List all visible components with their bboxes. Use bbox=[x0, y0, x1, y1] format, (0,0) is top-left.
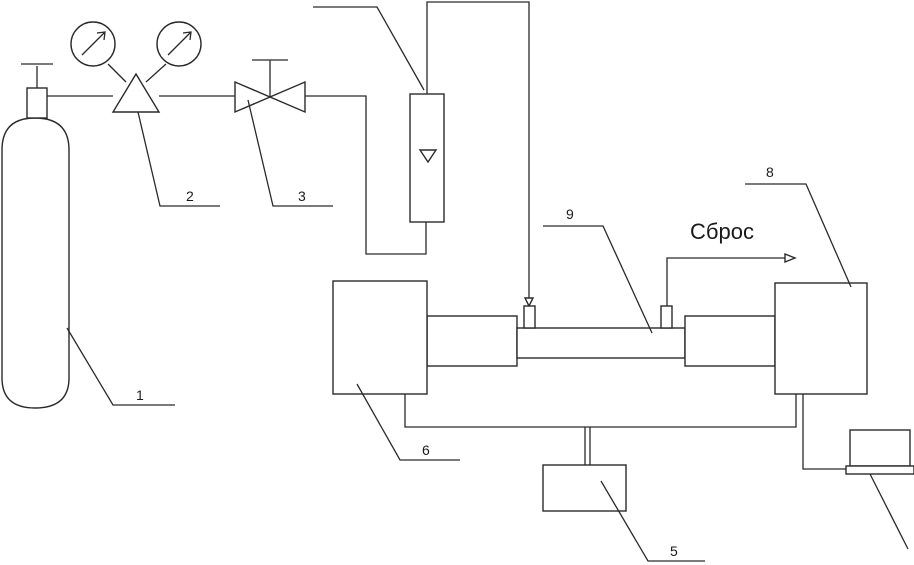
pipe-valve-rotameter bbox=[305, 95, 427, 255]
controller-box bbox=[542, 464, 627, 512]
triangle-down-icon bbox=[418, 149, 438, 164]
label-3: 3 bbox=[298, 188, 306, 204]
reaction-tube bbox=[426, 305, 776, 367]
box-left bbox=[332, 280, 428, 395]
label-5: 5 bbox=[670, 543, 678, 559]
leader-2 bbox=[137, 111, 220, 207]
leader-5 bbox=[600, 480, 705, 562]
leader-computer bbox=[869, 473, 909, 550]
box-right bbox=[774, 282, 868, 395]
valve-icon bbox=[234, 59, 306, 114]
gauge-icon bbox=[70, 21, 116, 67]
leader-1 bbox=[66, 327, 175, 406]
computer-icon bbox=[845, 429, 914, 475]
wire-left bbox=[404, 394, 797, 428]
label-6: 6 bbox=[422, 442, 430, 458]
label-2: 2 bbox=[186, 188, 194, 204]
pressure-reducer bbox=[70, 21, 202, 113]
label-9: 9 bbox=[566, 206, 574, 222]
leader-9 bbox=[543, 225, 653, 334]
gas-cylinder bbox=[1, 63, 70, 409]
gauge-icon bbox=[156, 21, 202, 67]
wire-computer bbox=[802, 394, 846, 470]
exhaust-line bbox=[666, 257, 785, 306]
label-exhaust: Сброс bbox=[690, 219, 754, 244]
pipe-rotameter-tube bbox=[426, 1, 530, 298]
rotameter bbox=[409, 93, 445, 223]
label-1: 1 bbox=[136, 387, 144, 403]
label-8: 8 bbox=[766, 164, 774, 180]
leader-rotameter bbox=[313, 6, 425, 91]
arrow-right-icon bbox=[784, 252, 797, 264]
leader-6 bbox=[356, 383, 460, 461]
leader-8 bbox=[745, 183, 852, 288]
leader-3 bbox=[247, 99, 333, 207]
